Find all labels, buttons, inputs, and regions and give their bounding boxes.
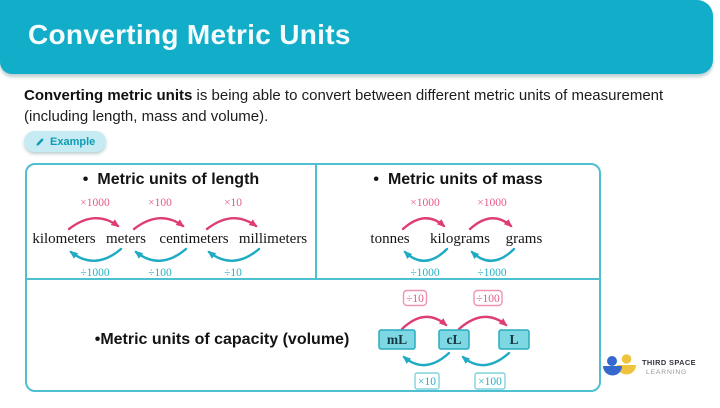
pencil-icon [36, 138, 44, 146]
capacity-diagram: ÷10 ÷100 mL cL L ×10 ×100 [378, 289, 530, 390]
intro-bold-term: Converting metric units [24, 87, 193, 104]
mass-heading: • Metric units of mass [317, 171, 599, 189]
unit-label: meters [106, 231, 146, 247]
example-badge-label: Example [50, 135, 96, 148]
divide-arrow [400, 315, 448, 331]
unit-box [498, 329, 530, 350]
bullet: • [82, 171, 89, 188]
page-title: Converting Metric Units [28, 19, 351, 50]
length-divide-label: ÷100 [148, 267, 172, 279]
units-table: • Metric units of length ×1000 ×100 ×10 k… [25, 163, 601, 392]
unit-label: mL [387, 332, 407, 347]
intro-paragraph: Converting metric units is being able to… [24, 85, 712, 127]
multiply-label-box [474, 372, 506, 390]
logo-blue-body [603, 366, 622, 376]
capacity-multiply-label: ×100 [478, 376, 502, 388]
bullet: • [373, 171, 379, 188]
unit-box [378, 329, 416, 350]
multiply-arrow [67, 217, 120, 231]
unit-label: L [509, 332, 518, 347]
unit-label: millimeters [239, 231, 307, 247]
divide-arrow [457, 315, 508, 331]
third-space-learning-logo: THIRD SPACE LEARNING [603, 354, 696, 376]
title-banner: Converting Metric Units [0, 0, 713, 74]
length-multiply-label: ×10 [224, 197, 242, 209]
divide-label-box [473, 289, 503, 307]
logo-text-line1: THIRD SPACE [642, 358, 696, 367]
cell-capacity: •Metric units of capacity (volume) ÷10 ÷… [27, 280, 599, 390]
length-diagram: ×1000 ×100 ×10 kilometers meters centime… [32, 197, 307, 279]
mass-divide-label: ÷1000 [410, 267, 440, 279]
mass-heading-text: Metric units of mass [387, 171, 543, 188]
capacity-divide-label: ÷100 [476, 293, 500, 305]
logo-text-line2: LEARNING [646, 369, 687, 376]
unit-label: cL [447, 332, 462, 347]
length-heading: • Metric units of length [27, 171, 315, 189]
multiply-label-box [414, 372, 440, 390]
multiply-arrow [205, 217, 258, 231]
unit-label: kilograms [430, 231, 490, 247]
length-divide-label: ÷1000 [80, 267, 110, 279]
multiply-arrow [401, 217, 446, 231]
length-multiply-label: ×1000 [80, 197, 110, 209]
unit-box [438, 329, 470, 350]
mass-diagram: ×1000 ×1000 tonnes kilograms grams ÷1000… [370, 197, 543, 279]
divide-arrow [207, 247, 261, 262]
capacity-heading: •Metric units of capacity (volume) [27, 331, 417, 349]
logo-blue-head [607, 356, 617, 366]
length-multiply-label: ×100 [148, 197, 172, 209]
length-divide-label: ÷10 [224, 267, 242, 279]
divide-arrow [403, 247, 449, 262]
capacity-multiply-label: ×10 [418, 376, 436, 388]
example-badge[interactable]: Example [24, 131, 107, 152]
multiply-arrow [461, 351, 511, 367]
divide-arrow [69, 247, 123, 262]
mass-divide-label: ÷1000 [477, 267, 507, 279]
multiply-arrow [468, 217, 513, 231]
bullet: • [94, 331, 101, 348]
divide-arrow [134, 247, 188, 262]
cell-length: • Metric units of length ×1000 ×100 ×10 k… [27, 165, 317, 280]
unit-label: grams [506, 231, 543, 247]
capacity-divide-label: ÷10 [406, 293, 424, 305]
mass-multiply-label: ×1000 [410, 197, 440, 209]
cell-mass: • Metric units of mass ×1000 ×1000 tonnes… [317, 165, 599, 280]
unit-label: kilometers [32, 231, 95, 247]
intro-rest: is being able to convert between differe… [24, 87, 664, 125]
length-heading-text: Metric units of length [97, 171, 260, 188]
divide-label-box [402, 289, 428, 307]
logo-yellow-head [621, 354, 632, 364]
divide-arrow [470, 247, 516, 262]
multiply-arrow [402, 351, 451, 367]
multiply-arrow [132, 217, 185, 231]
unit-label: tonnes [370, 231, 409, 247]
mass-multiply-label: ×1000 [477, 197, 507, 209]
unit-label: centimeters [159, 231, 228, 247]
capacity-heading-text: Metric units of capacity (volume) [100, 331, 350, 348]
